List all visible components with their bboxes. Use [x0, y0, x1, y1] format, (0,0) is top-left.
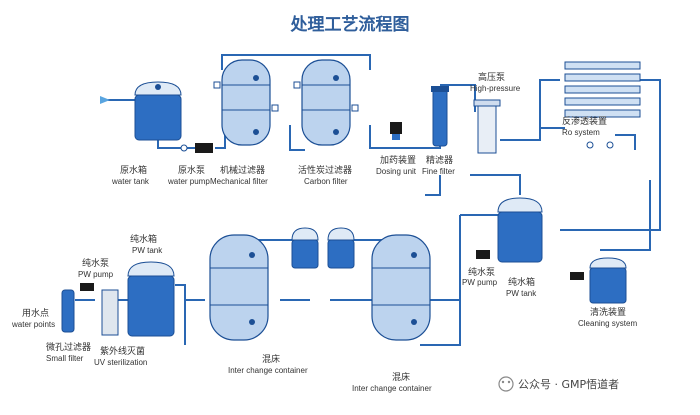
small-filter-zh: 微孔过滤器	[46, 341, 91, 353]
cleaning-zh: 清洗装置	[590, 306, 626, 318]
small-filter-en: Small filter	[46, 354, 84, 363]
raw-water-tank	[134, 81, 182, 141]
uv-sterilizer	[101, 289, 119, 336]
mixed-bed-vessel-2	[371, 234, 431, 341]
high-pressure-pump	[473, 99, 501, 154]
mech-filter-en: Mechanical filter	[210, 177, 268, 186]
dosing-unit	[390, 122, 402, 140]
mixed-bed-2-en: Inter change container	[352, 384, 432, 393]
carbon-filter-en: Carbon filter	[304, 177, 348, 186]
water-points-zh: 用水点	[22, 307, 49, 319]
mixed-bed-1-en: Inter change container	[228, 366, 308, 375]
mixed-bed-1-zh: 混床	[262, 353, 280, 365]
pw-pump-left-en: PW pump	[78, 270, 114, 279]
watermark: 公众号 · GMP悟道者	[498, 376, 619, 392]
top-pipes	[100, 54, 661, 251]
mech-filter-zh: 机械过滤器	[220, 164, 265, 176]
mixed-bed-vessel-1	[209, 234, 269, 341]
hp-pump-zh: 高压泵	[478, 71, 505, 83]
water-points-en: water points	[11, 320, 55, 329]
carbon-filter-vessel	[293, 59, 359, 146]
pw-pump-right-zh: 纯水泵	[468, 266, 495, 278]
fine-filter-zh: 精滤器	[426, 154, 453, 166]
ro-en: Ro system	[562, 128, 600, 137]
cleaning-en: Cleaning system	[578, 319, 637, 328]
inlet-arrow-icon	[100, 96, 110, 104]
ro-zh: 反渗透装置	[562, 115, 607, 127]
carbon-filter-zh: 活性炭过滤器	[298, 164, 352, 176]
regeneration-tanks	[291, 227, 355, 269]
ro-membranes	[564, 61, 641, 149]
dosing-zh: 加药装置	[380, 154, 416, 166]
pw-pump-right	[476, 250, 490, 259]
pw-tank-right-zh: 纯水箱	[508, 276, 535, 288]
raw-water-pump	[180, 143, 213, 153]
pw-pump-left	[80, 283, 94, 291]
dosing-en: Dosing unit	[376, 167, 417, 176]
hp-pump-en: High-pressure	[470, 84, 521, 93]
raw-pump-en: water pump	[167, 177, 210, 186]
fine-filter-en: Fine filter	[422, 167, 455, 176]
pw-tank-left	[127, 261, 175, 337]
raw-pump-zh: 原水泵	[178, 164, 205, 176]
mixed-bed-2-zh: 混床	[392, 371, 410, 383]
pw-tank-right-en: PW tank	[506, 289, 537, 298]
small-filter	[61, 289, 75, 333]
mechanical-filter-vessel	[213, 59, 279, 146]
pw-tank-right	[497, 197, 543, 263]
diagram-title: 处理工艺流程图	[290, 14, 410, 35]
raw-tank-en: water tank	[111, 177, 150, 186]
pw-pump-right-en: PW pump	[462, 278, 498, 287]
raw-tank-zh: 原水箱	[120, 164, 147, 176]
pw-pump-left-zh: 纯水泵	[82, 257, 109, 269]
pw-tank-left-en: PW tank	[132, 246, 163, 255]
watermark-text: 公众号 · GMP悟道者	[518, 377, 619, 391]
cleaning-system-tank	[570, 257, 627, 304]
pw-tank-left-zh: 纯水箱	[130, 233, 157, 245]
uv-zh: 紫外线灭菌	[100, 345, 145, 357]
fine-filter	[431, 86, 449, 147]
uv-en: UV sterilization	[94, 358, 147, 367]
